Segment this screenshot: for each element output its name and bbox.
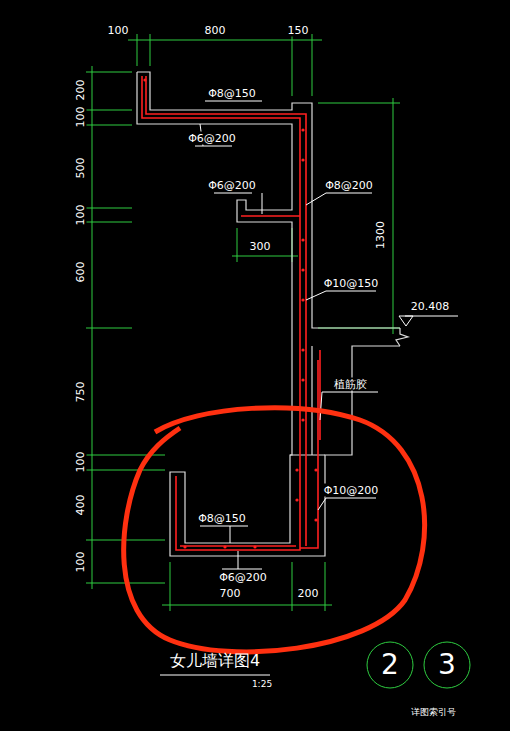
extension-line	[86, 455, 165, 456]
rebar-dot	[301, 378, 304, 381]
extension-line	[86, 125, 132, 126]
extension-line	[86, 328, 132, 329]
index-circle: 2	[367, 642, 413, 688]
index-circle: 3	[424, 642, 470, 688]
rebar-label: Φ6@200	[187, 132, 237, 145]
rebar-label: Φ8@150	[207, 87, 257, 100]
rebar-dot	[253, 545, 256, 548]
dimension-text: 150	[287, 24, 310, 37]
dimension-text: 100	[74, 204, 87, 227]
dimension-text: 800	[204, 24, 227, 37]
dimension-text: 200	[297, 587, 320, 600]
dimension-text: 1300	[374, 220, 387, 250]
dimension-text: 700	[219, 587, 242, 600]
dimension-text: 100	[74, 551, 87, 574]
rebar-dot	[314, 468, 317, 471]
rebar-dot	[301, 158, 304, 161]
dimension-text: 100	[74, 106, 87, 129]
index-number: 3	[438, 650, 456, 680]
dimension-text: 100	[107, 24, 130, 37]
rebar-dot	[143, 78, 146, 81]
dimension-text: 600	[74, 261, 87, 284]
rebar-label: Φ8@200	[324, 179, 374, 192]
dimension-text: 300	[249, 240, 272, 253]
dimension-text: 500	[74, 157, 87, 180]
dimension-text: 400	[74, 494, 87, 517]
rebar-dot	[301, 238, 304, 241]
rebar-dot	[314, 518, 317, 521]
rebar-label: Φ6@200	[218, 571, 268, 584]
scale-text: 1:25	[251, 678, 273, 691]
rebar-dot	[301, 298, 304, 301]
drawing-title: 女儿墙详图4	[170, 651, 260, 671]
rebar-label: Φ6@200	[207, 179, 257, 192]
rebar-dot	[301, 348, 304, 351]
extension-line	[86, 470, 165, 471]
rebar-label: Φ10@200	[323, 484, 380, 497]
extension-line	[86, 222, 132, 223]
rebar-dot	[295, 468, 298, 471]
rebar-dot	[183, 545, 186, 548]
rebar-dot	[301, 128, 304, 131]
extension-line	[86, 208, 132, 209]
rebar-dot	[295, 498, 298, 501]
rebar-dot	[223, 545, 226, 548]
note-text: 植筋胶	[333, 378, 368, 391]
dimension-text: 100	[74, 451, 87, 474]
rebar-dot	[301, 418, 304, 421]
index-number: 2	[381, 650, 399, 680]
rebar-dot	[301, 268, 304, 271]
elevation-text: 20.408	[410, 300, 451, 313]
dimension-text: 750	[74, 381, 87, 404]
dimension-text: 200	[74, 79, 87, 102]
rebar-label: Φ10@150	[323, 277, 380, 290]
index-note: 详图索引号	[410, 706, 457, 719]
extension-line	[86, 110, 132, 111]
extension-line	[86, 72, 132, 73]
rebar-label: Φ8@150	[197, 512, 247, 525]
